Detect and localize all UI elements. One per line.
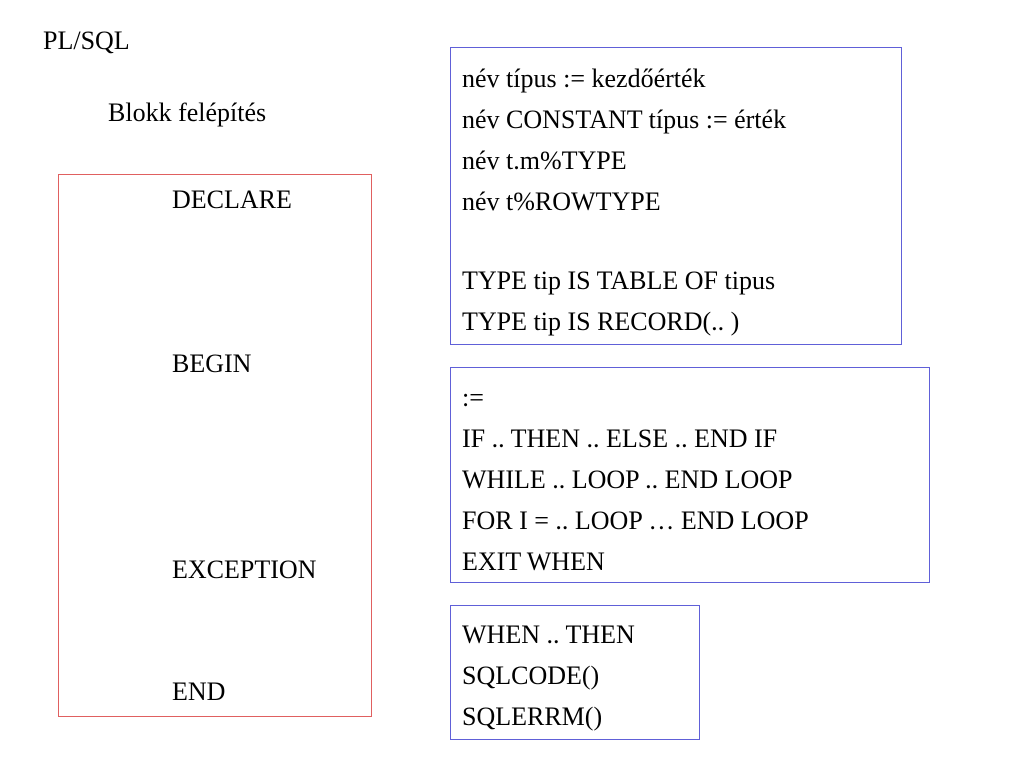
begin-line: FOR I = .. LOOP … END LOOP <box>462 506 809 535</box>
exception-line: WHEN .. THEN <box>462 620 635 649</box>
begin-line: WHILE .. LOOP .. END LOOP <box>462 465 793 494</box>
begin-line: EXIT WHEN <box>462 547 605 576</box>
declare-line: TYPE tip IS RECORD(.. ) <box>462 307 740 336</box>
exception-section-box: WHEN .. THEN SQLCODE() SQLERRM() <box>450 605 700 740</box>
begin-line: := <box>462 383 484 412</box>
keyword-end: END <box>172 677 226 706</box>
section-title: Blokk felépítés <box>108 98 267 127</box>
declare-line: név t.m%TYPE <box>462 146 627 175</box>
declare-section-box: név típus := kezdőérték név CONSTANT típ… <box>450 47 902 345</box>
begin-line: IF .. THEN .. ELSE .. END IF <box>462 424 778 453</box>
begin-section-box: := IF .. THEN .. ELSE .. END IF WHILE ..… <box>450 367 930 583</box>
keyword-begin: BEGIN <box>172 349 252 378</box>
block-structure-frame <box>58 174 372 717</box>
keyword-exception: EXCEPTION <box>172 555 317 584</box>
exception-line: SQLERRM() <box>462 702 603 731</box>
exception-line: SQLCODE() <box>462 661 600 690</box>
declare-blank-line <box>462 222 901 260</box>
declare-line: TYPE tip IS TABLE OF tipus <box>462 266 776 295</box>
keyword-declare: DECLARE <box>172 185 292 214</box>
declare-line: név CONSTANT típus := érték <box>462 105 787 134</box>
declare-line: név t%ROWTYPE <box>462 187 661 216</box>
declare-line: név típus := kezdőérték <box>462 64 706 93</box>
page-title: PL/SQL <box>43 26 130 55</box>
